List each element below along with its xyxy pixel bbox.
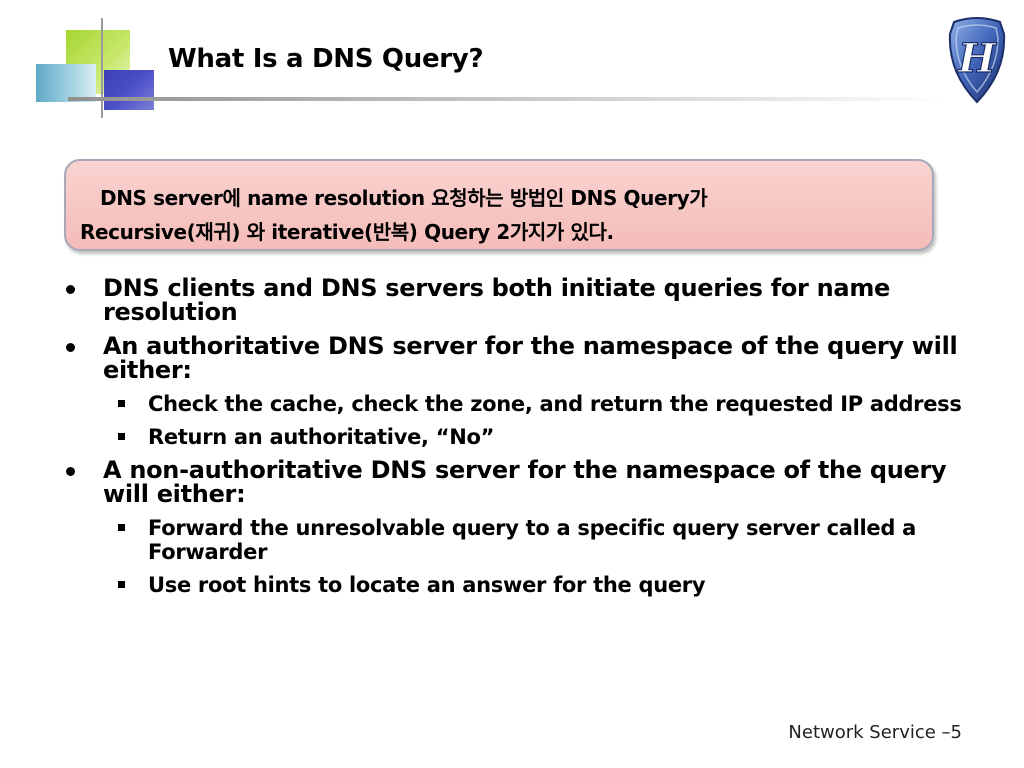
sub-bullet-text: Forward the unresolvable query to a spec…: [148, 516, 916, 564]
header-decoration-blue-square: [104, 70, 154, 110]
bullet-item: DNS clients and DNS servers both initiat…: [0, 276, 1024, 324]
sub-bullet-text: Use root hints to locate an answer for t…: [148, 573, 706, 597]
sub-bullet-text: Return an authoritative, “No”: [148, 425, 495, 449]
bullet-dot-icon: [66, 343, 75, 352]
sub-bullet-square-icon: [118, 581, 125, 588]
slide-footer: Network Service –5: [788, 722, 962, 743]
callout-line-1: DNS server에 name resolution 요청하는 방법인 DNS…: [100, 186, 708, 210]
callout-box: DNS server에 name resolution 요청하는 방법인 DNS…: [64, 159, 934, 251]
sub-bullet-item: Return an authoritative, “No”: [0, 425, 1024, 449]
sub-bullet-text: Check the cache, check the zone, and ret…: [148, 392, 962, 416]
sub-bullet-item: Check the cache, check the zone, and ret…: [0, 392, 1024, 416]
bullet-item: An authoritative DNS server for the name…: [0, 334, 1024, 382]
bullet-dot-icon: [66, 285, 75, 294]
bullet-text: An authoritative DNS server for the name…: [103, 332, 958, 384]
slide-title: What Is a DNS Query?: [168, 44, 484, 74]
sub-bullet-square-icon: [118, 433, 125, 440]
header-horizontal-divider: [68, 97, 948, 101]
callout-line-2: Recursive(재귀) 와 iterative(반복) Query 2가지가…: [80, 220, 614, 244]
sub-bullet-item: Forward the unresolvable query to a spec…: [0, 516, 1024, 564]
bullet-list: DNS clients and DNS servers both initiat…: [0, 276, 1024, 606]
bullet-text: A non-authoritative DNS server for the n…: [103, 456, 947, 508]
shield-h-icon: H: [948, 17, 1006, 104]
bullet-dot-icon: [66, 467, 75, 476]
logo-letter: H: [957, 35, 997, 82]
sub-bullet-square-icon: [118, 524, 125, 531]
sub-bullet-square-icon: [118, 400, 125, 407]
bullet-item: A non-authoritative DNS server for the n…: [0, 458, 1024, 506]
header-vertical-divider: [101, 18, 103, 118]
header-decoration-teal-square: [36, 64, 96, 102]
sub-bullet-item: Use root hints to locate an answer for t…: [0, 573, 1024, 597]
bullet-text: DNS clients and DNS servers both initiat…: [103, 274, 890, 326]
